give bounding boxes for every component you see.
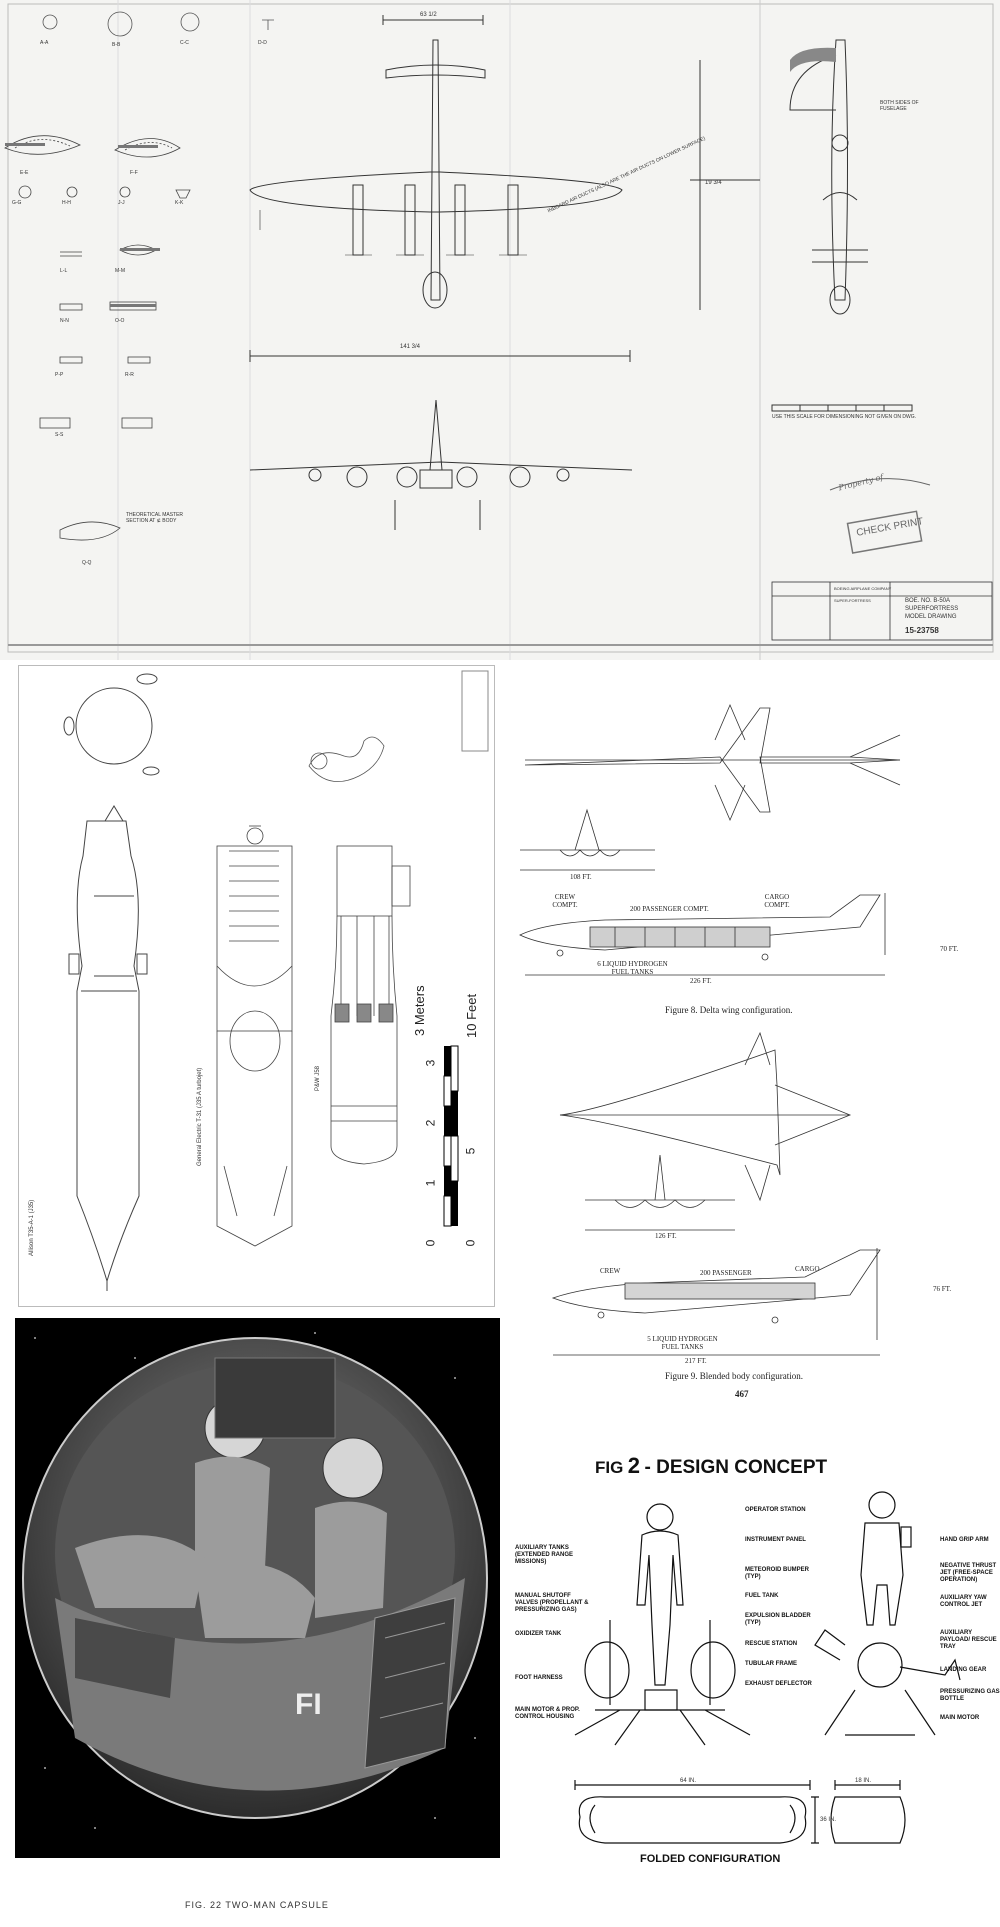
scale-ft-tick-5: 5 <box>463 1147 478 1155</box>
fig9-caption: Figure 9. Blended body configuration. <box>665 1371 803 1381</box>
transport-panel: 108 FT. CREW COMPT. 200 PASSENGER COMPT.… <box>505 665 1000 1405</box>
dim-64in: 64 IN. <box>680 1778 697 1784</box>
title-block-number: 15-23758 <box>905 626 939 635</box>
fig8-height: 70 FT. <box>940 945 959 953</box>
dim-36in: 36 IN. <box>820 1817 837 1823</box>
scale-m-tick-0: 0 <box>423 1239 438 1247</box>
concept-callout-label: AUXILIARY YAW CONTROL JET <box>940 1595 987 1608</box>
section-label: Q-Q <box>82 560 92 566</box>
section-label: P-P <box>55 372 64 378</box>
fig9-height: 76 FT. <box>933 1285 952 1293</box>
section-label: N-N <box>60 318 69 324</box>
concept-callout-label: AUXILIARY PAYLOAD/ RESCUE TRAY <box>940 1630 997 1650</box>
fig9-passenger: 200 PASSENGER <box>700 1269 752 1277</box>
section-label: F-F <box>130 170 138 176</box>
fig8-crew: CREW COMPT. <box>552 893 578 909</box>
title-block-line2: SUPER-FORTRESS <box>834 598 871 603</box>
concept-title-prefix: FIG <box>595 1458 624 1477</box>
scale-meters-label: 3 Meters <box>412 985 427 1036</box>
section-label: C-C <box>180 40 189 46</box>
folded-configuration-label: FOLDED CONFIGURATION <box>640 1853 781 1865</box>
section-label: H-H <box>62 200 71 206</box>
concept-callout-label: FOOT HARNESS <box>515 1675 563 1681</box>
fig8-length: 226 FT. <box>690 977 712 985</box>
note-theoretical-section: THEORETICAL MASTER SECTION AT ⊈ BODY <box>126 512 184 524</box>
concept-callout-label: TUBULAR FRAME <box>745 1661 797 1667</box>
fig8-span: 108 FT. <box>570 873 592 881</box>
engine-label-3: P&W J58 <box>315 1065 321 1091</box>
concept-callout-label: OPERATOR STATION <box>745 1507 806 1513</box>
section-label: G-G <box>12 200 22 206</box>
scale-m-tick-1: 1 <box>423 1179 438 1187</box>
dim-18in: 18 IN. <box>855 1778 872 1784</box>
fig8-caption: Figure 8. Delta wing configuration. <box>665 1005 793 1015</box>
concept-panel: FIG 2 - DESIGN CONCEPT <box>515 1445 1000 1915</box>
scale-feet-label: 10 Feet <box>464 993 479 1038</box>
section-label: D-D <box>258 40 267 46</box>
concept-title-text: - DESIGN CONCEPT <box>644 1457 828 1478</box>
concept-drawing <box>574 1491 961 1844</box>
engine-label-1: Allison T35-A-1 (J35) <box>29 1199 35 1256</box>
dim-height: 19 3/4 <box>705 180 722 186</box>
section-label: B-B <box>112 42 121 48</box>
concept-callout-label: METEOROID BUMPER (TYP) <box>745 1567 810 1580</box>
fig9-length: 217 FT. <box>685 1357 707 1365</box>
concept-callout-label: HAND GRIP ARM <box>940 1537 989 1543</box>
b50-drawing <box>4 0 994 660</box>
fig8-cargo: CARGO COMPT. <box>764 893 790 909</box>
concept-callout-label: NEGATIVE THRUST JET (FREE-SPACE OPERATIO… <box>940 1563 997 1583</box>
capsule-caption: FIG. 22 TWO-MAN CAPSULE <box>185 1900 329 1910</box>
concept-callout-label: OXIDIZER TANK <box>515 1631 562 1637</box>
concept-callout-label: PRESSURIZING GAS BOTTLE <box>940 1689 1000 1702</box>
title-block-type: MODEL DRAWING <box>905 614 957 620</box>
section-label: R-R <box>125 372 134 378</box>
engine-label-2: General Electric T-31 (J35 A turbojet) <box>197 1067 203 1166</box>
fig9-crew: CREW <box>600 1267 621 1275</box>
concept-callout-label: MANUAL SHUTOFF VALVES (PROPELLANT & PRES… <box>515 1593 589 1613</box>
capsule-panel: FI <box>15 1318 500 1858</box>
concept-callout-label: INSTRUMENT PANEL <box>745 1537 806 1543</box>
engines-panel: 3 Meters 10 Feet 0 1 2 3 0 5 Allison T35… <box>18 665 495 1307</box>
concept-callout-label: LANDING GEAR <box>940 1667 987 1673</box>
engines-drawing <box>63 670 489 1291</box>
dim-span: 141 3/4 <box>400 344 421 350</box>
scale-m-tick-3: 3 <box>423 1059 438 1067</box>
fig8-passenger: 200 PASSENGER COMPT. <box>630 905 709 913</box>
title-block-name: SUPERFORTRESS <box>905 606 959 612</box>
concept-callout-label: MAIN MOTOR & PROP. CONTROL HOUSING <box>515 1707 580 1720</box>
concept-callout-label: MAIN MOTOR <box>940 1715 980 1721</box>
section-label: L-L <box>60 268 68 274</box>
concept-callout-label: EXHAUST DEFLECTOR <box>745 1681 812 1687</box>
concept-callout-label: EXPULSION BLADDER (TYP) <box>745 1613 811 1626</box>
note-both-sides: BOTH SIDES OF FUSELAGE <box>880 100 919 112</box>
title-block-model: BOE. NO. B-50A <box>905 598 951 604</box>
title-block-company: BOEING AIRPLANE COMPANY <box>834 586 892 591</box>
fig9-tanks: 5 LIQUID HYDROGEN FUEL TANKS <box>647 1335 718 1351</box>
scale-m-tick-2: 2 <box>423 1119 438 1127</box>
concept-title-number: 2 <box>627 1453 641 1478</box>
capsule-illustration <box>22 1332 488 1829</box>
section-label: A-A <box>40 40 49 46</box>
scale-ft-tick-0: 0 <box>463 1239 478 1247</box>
fig8-tanks: 6 LIQUID HYDROGEN FUEL TANKS <box>597 960 668 976</box>
concept-callout-label: RESCUE STATION <box>745 1641 798 1647</box>
section-label: O-O <box>115 318 125 324</box>
fig9-cargo: CARGO <box>795 1265 820 1273</box>
capsule-marking: FI <box>295 1688 322 1721</box>
section-label: K-K <box>175 200 184 206</box>
transport-drawing <box>519 703 901 1356</box>
section-label: J-J <box>118 200 125 206</box>
section-label: E-E <box>20 170 29 176</box>
page-number: 467 <box>735 1389 749 1399</box>
concept-callout-label: FUEL TANK <box>745 1593 779 1599</box>
fig9-span: 126 FT. <box>655 1232 677 1240</box>
dim-length: 63 1/2 <box>420 12 437 18</box>
concept-callout-label: AUXILIARY TANKS (EXTENDED RANGE MISSIONS… <box>515 1545 574 1565</box>
section-label: M-M <box>115 268 125 274</box>
section-label: S-S <box>55 432 64 438</box>
note-scale: USE THIS SCALE FOR DIMENSIONING NOT GIVE… <box>772 414 916 420</box>
concept-title: FIG 2 - DESIGN CONCEPT <box>595 1453 827 1479</box>
b50-blueprint-panel: INBOARD AIR DUCTS (ALSO ARE THE AIR DUCT… <box>0 0 1000 660</box>
